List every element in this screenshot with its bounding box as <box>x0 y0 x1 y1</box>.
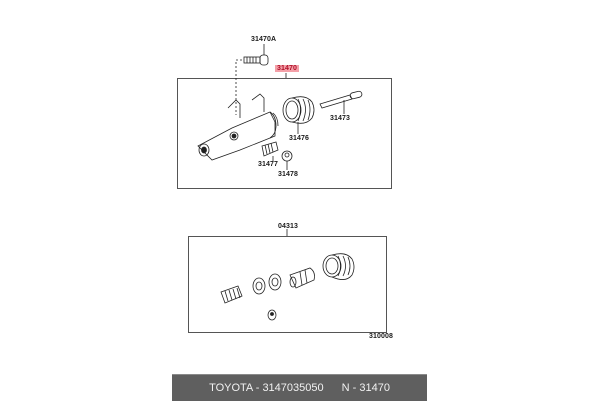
kit-cap-icon <box>267 309 277 321</box>
kit-label-04313[interactable]: 04313 <box>278 223 298 230</box>
kit-boot-icon <box>322 253 355 280</box>
push-rod-icon <box>319 90 363 114</box>
part-label-31476[interactable]: 31476 <box>289 135 309 142</box>
part-label-31477[interactable]: 31477 <box>258 161 278 168</box>
kit-piston-icon <box>289 267 315 289</box>
part-label-31470A[interactable]: 31470A <box>251 36 277 43</box>
boot-icon <box>282 96 315 134</box>
part-label-31478[interactable]: 31478 <box>278 171 298 178</box>
illustration-code: 310008 <box>369 333 393 340</box>
kit-cup-icon <box>252 277 266 295</box>
part-info-bar: TOYOTA - 3147035050 N - 31470 <box>172 374 427 401</box>
reference-number: N - 31470 <box>341 382 390 394</box>
part-label-31473[interactable]: 31473 <box>330 115 350 122</box>
bleeder-plug-icon <box>261 141 279 162</box>
bolt-icon <box>243 44 269 66</box>
kit-spring-icon <box>220 285 243 304</box>
cylinder-body-icon <box>197 93 279 161</box>
assembly-label-highlighted[interactable]: 31470 <box>275 65 299 72</box>
repair-kit-frame <box>188 236 387 333</box>
brand-part-number: TOYOTA - 3147035050 <box>209 382 324 394</box>
assembly-frame <box>177 78 392 189</box>
kit-seal-icon <box>268 273 282 291</box>
bleeder-cap-icon <box>281 150 293 170</box>
